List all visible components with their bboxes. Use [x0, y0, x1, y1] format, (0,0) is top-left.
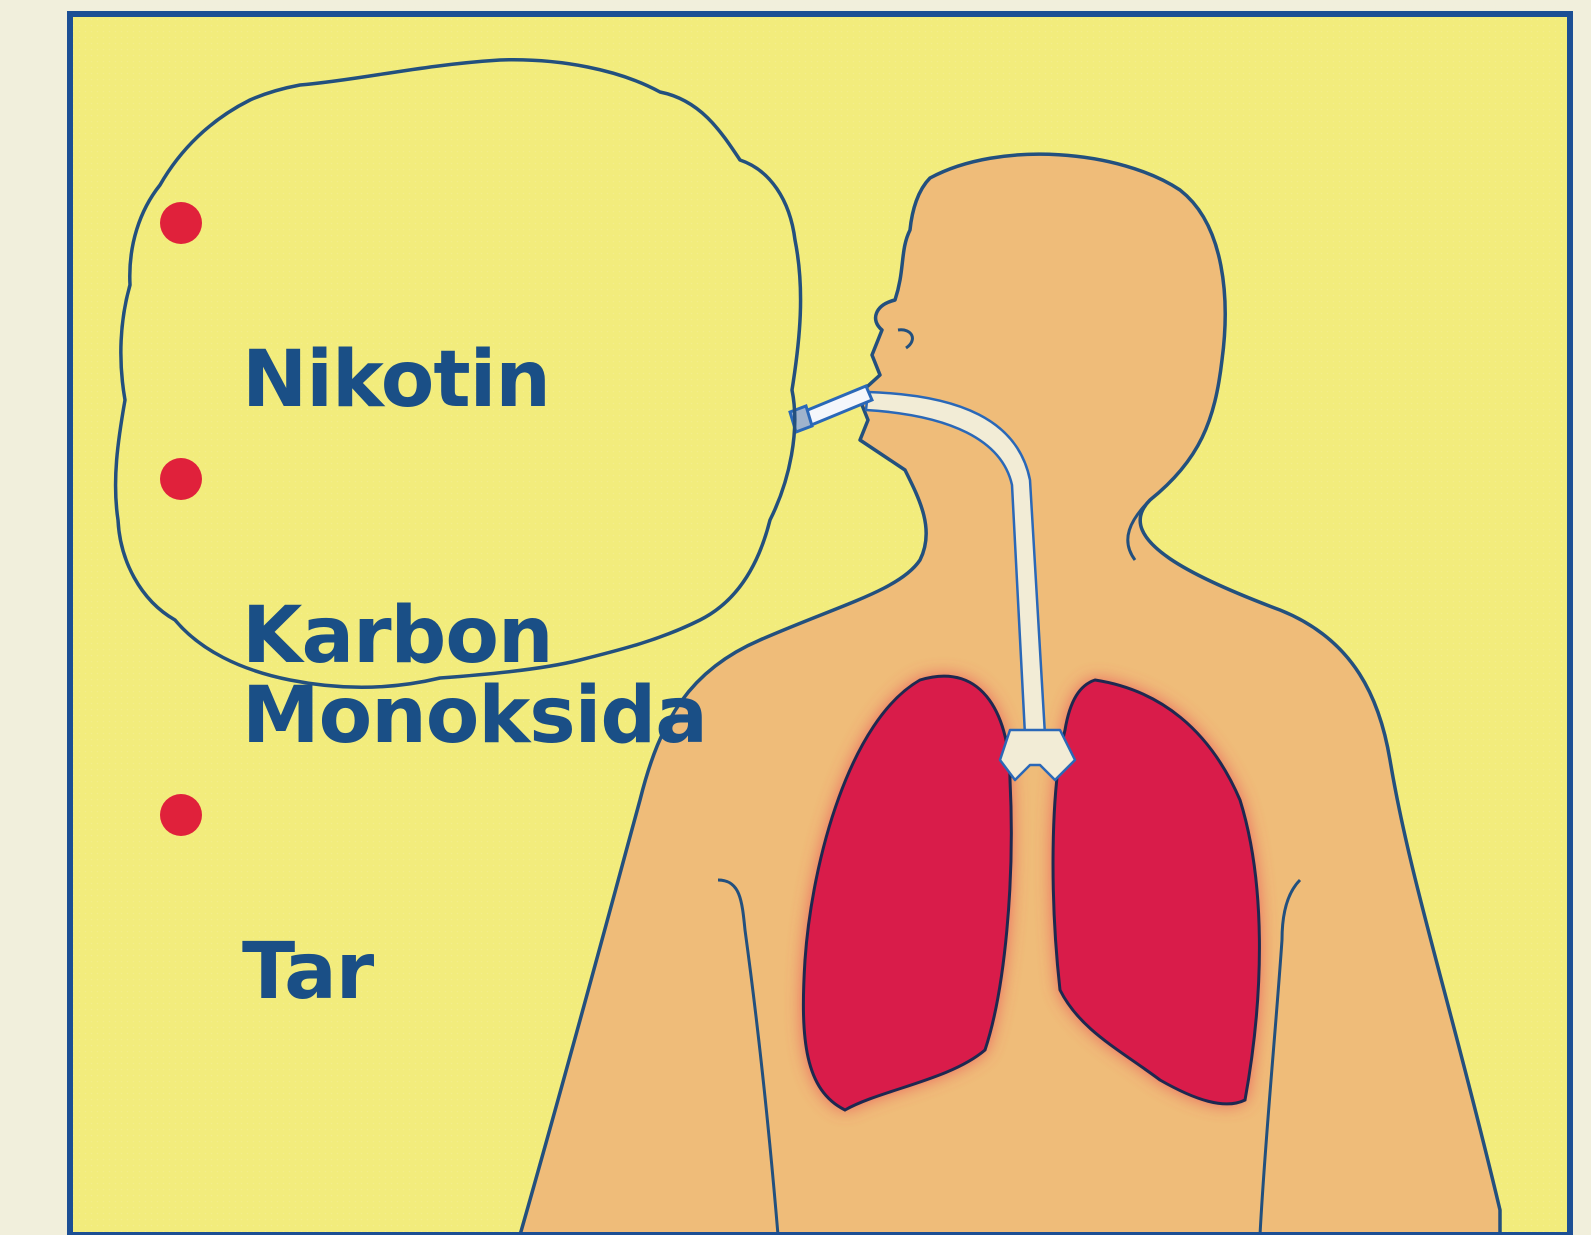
list-item-karbon-monoksida: Karbon Monoksida	[160, 436, 707, 756]
smoke-contents-list: Nikotin Karbon Monoksida Tar	[160, 180, 707, 1028]
list-item-nikotin: Nikotin	[160, 180, 707, 420]
list-item-tar: Tar	[160, 772, 707, 1012]
item-label: Tar	[242, 927, 373, 1017]
item-label: Nikotin	[242, 335, 550, 425]
red-dot-icon	[160, 202, 202, 244]
red-dot-icon	[160, 458, 202, 500]
red-dot-icon	[160, 794, 202, 836]
item-label: Karbon Monoksida	[242, 591, 707, 761]
